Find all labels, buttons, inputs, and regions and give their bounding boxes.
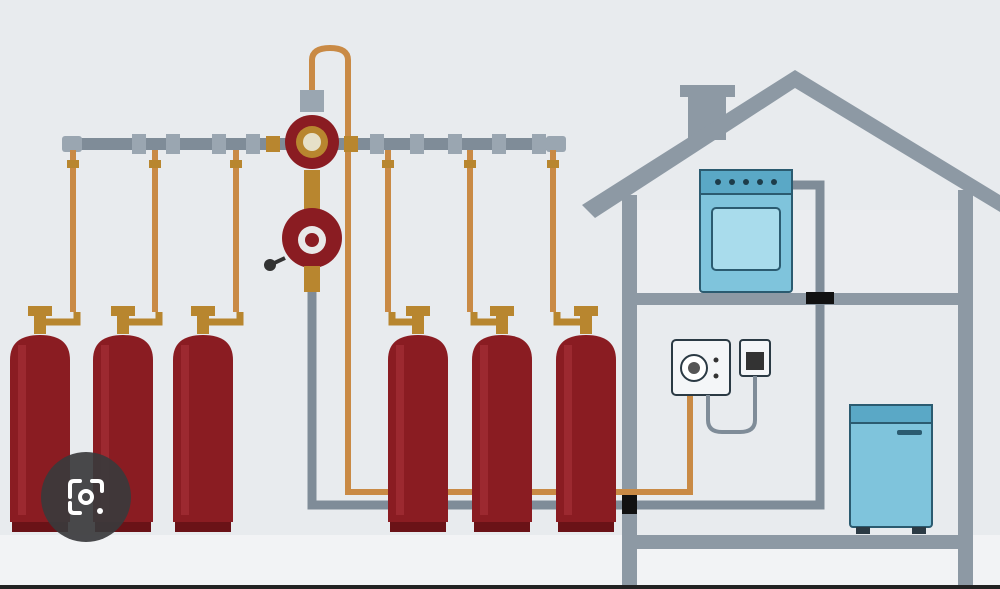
gas-cylinder — [547, 150, 616, 532]
valve — [574, 306, 598, 316]
valve — [191, 306, 215, 316]
floor-boiler — [849, 404, 933, 534]
pipe-fittings — [62, 134, 566, 154]
ground-floor — [622, 535, 973, 549]
valve — [28, 306, 52, 316]
left-wall — [622, 195, 637, 585]
chimney-cap — [680, 85, 735, 97]
lower-regulator — [264, 208, 342, 292]
thermostat — [671, 339, 731, 396]
steel-gas-pipe — [307, 180, 825, 510]
right-wall — [958, 190, 973, 585]
google-lens-icon[interactable] — [41, 452, 131, 542]
valve — [490, 306, 514, 316]
gas-stove — [699, 169, 793, 293]
upper-floor — [622, 293, 973, 305]
house — [582, 70, 1000, 585]
upper-regulator — [285, 90, 339, 169]
copper-gas-pipe — [309, 44, 693, 495]
gas-cylinder — [173, 150, 244, 532]
valve — [111, 306, 135, 316]
gas-cylinder — [382, 150, 448, 532]
valve — [406, 306, 430, 316]
gas-cylinder — [464, 150, 532, 532]
power-plug — [706, 339, 771, 434]
